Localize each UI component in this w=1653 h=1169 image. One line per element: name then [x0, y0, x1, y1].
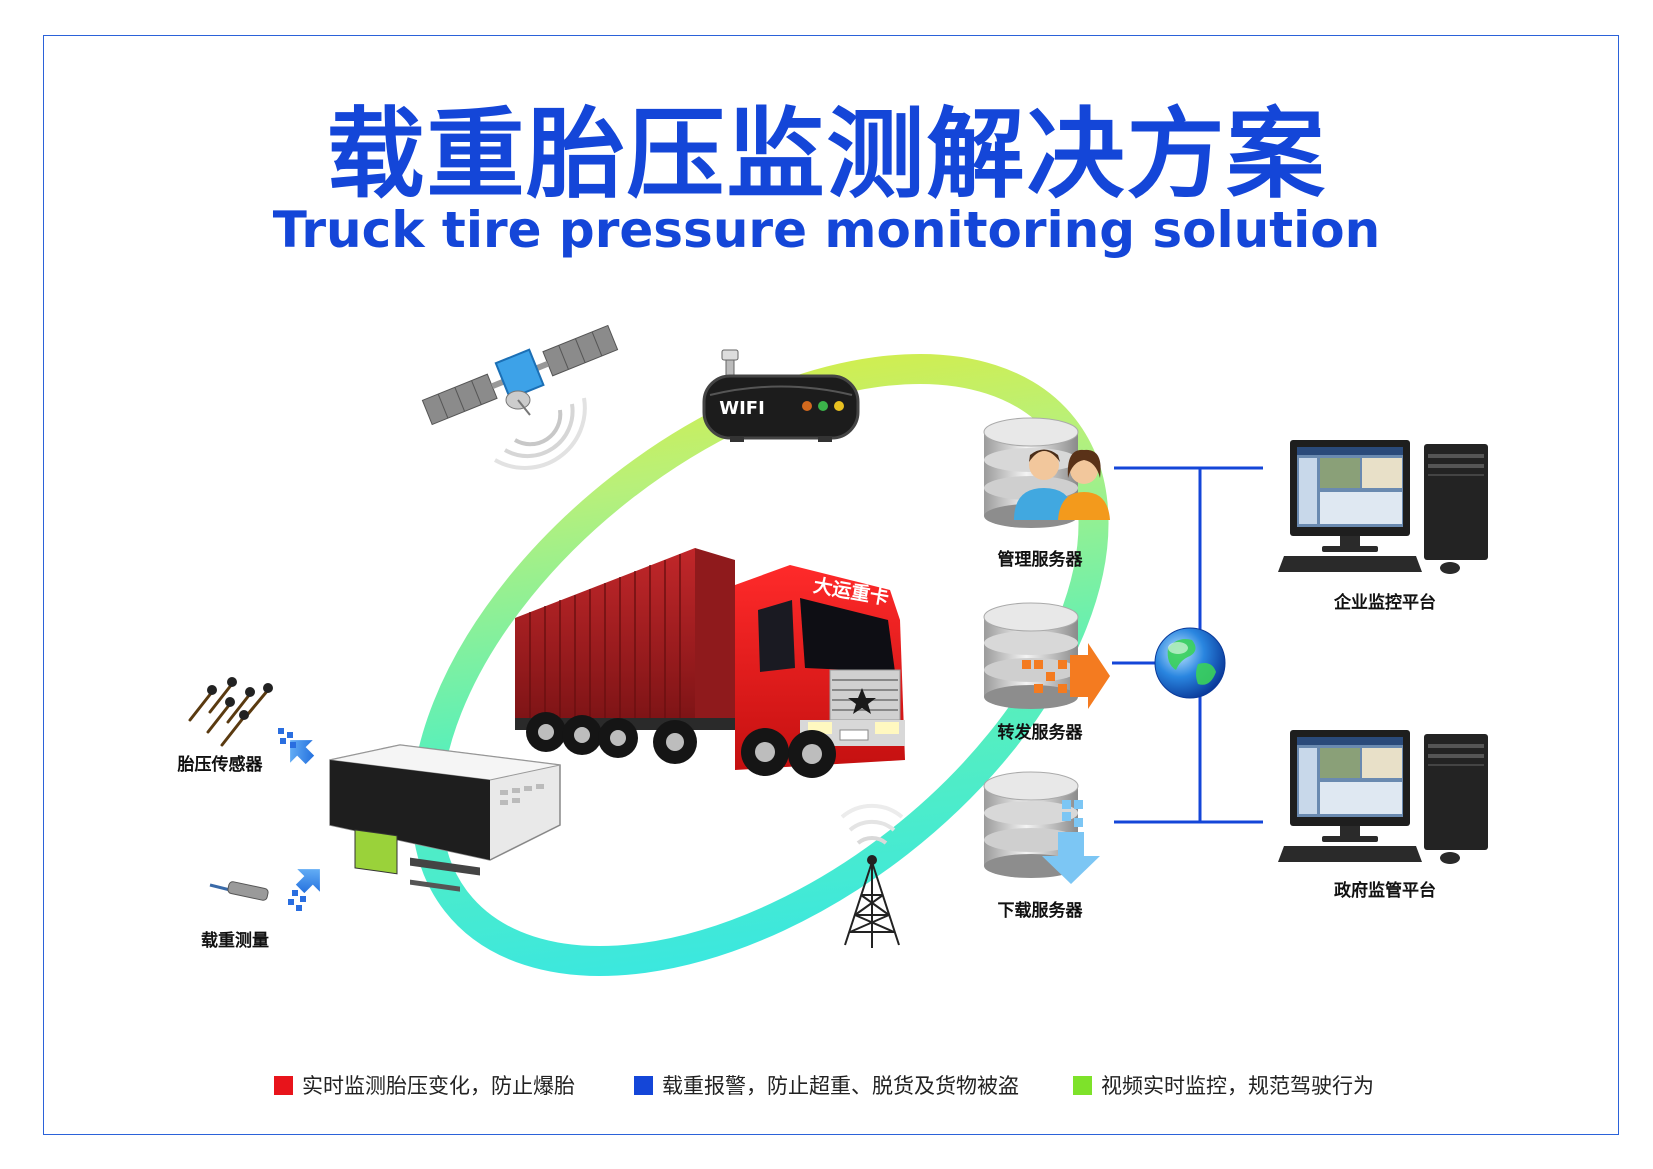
- load-measure-label: 载重测量: [201, 931, 269, 951]
- title-english: Truck tire pressure monitoring solution: [272, 201, 1381, 259]
- load-arrow-icon: [288, 869, 320, 911]
- legend-text: 实时监测胎压变化，防止爆胎: [302, 1074, 575, 1098]
- tire-sensor-label: 胎压传感器: [177, 755, 263, 775]
- legend-item: 视频实时监控，规范驾驶行为: [1073, 1072, 1374, 1098]
- enterprise-workstation-icon: [1278, 440, 1488, 574]
- wifi-router-icon: [702, 349, 860, 442]
- management-server-icon: [983, 417, 1110, 528]
- legend-swatch-blue: [634, 1075, 653, 1095]
- sensor-arrow-icon: [278, 728, 315, 765]
- legend-swatch-green: [1073, 1075, 1092, 1095]
- mgmt-server-label: 管理服务器: [997, 550, 1083, 570]
- enterprise-platform-label: 企业监控平台: [1334, 593, 1436, 613]
- load-sensor-icon: [209, 881, 269, 901]
- gov-platform-label: 政府监管平台: [1334, 881, 1436, 901]
- legend-text: 视频实时监控，规范驾驶行为: [1101, 1074, 1374, 1098]
- tire-sensor-icon: [188, 677, 273, 747]
- title-chinese: 载重胎压监测解决方案: [326, 98, 1327, 212]
- page-frame: [43, 35, 1619, 1135]
- legend-swatch-red: [274, 1075, 293, 1095]
- wifi-label: WIFI: [719, 398, 765, 419]
- onboard-terminal-icon: [329, 744, 561, 892]
- download-server-icon: [983, 771, 1100, 884]
- relay-server-icon: [983, 602, 1110, 709]
- government-workstation-icon: [1278, 730, 1488, 864]
- legend-item: 载重报警，防止超重、脱货及货物被盗: [634, 1072, 1019, 1098]
- signal-tower-icon: [840, 803, 904, 948]
- relay-server-label: 转发服务器: [997, 723, 1083, 743]
- legend-item: 实时监测胎压变化，防止爆胎: [274, 1072, 575, 1098]
- truck-icon: 大运重卡: [515, 548, 905, 778]
- download-server-label: 下载服务器: [997, 901, 1083, 921]
- legend-text: 载重报警，防止超重、脱货及货物被盗: [662, 1074, 1019, 1098]
- globe-icon: [1154, 627, 1226, 699]
- satellite-icon: [421, 324, 619, 470]
